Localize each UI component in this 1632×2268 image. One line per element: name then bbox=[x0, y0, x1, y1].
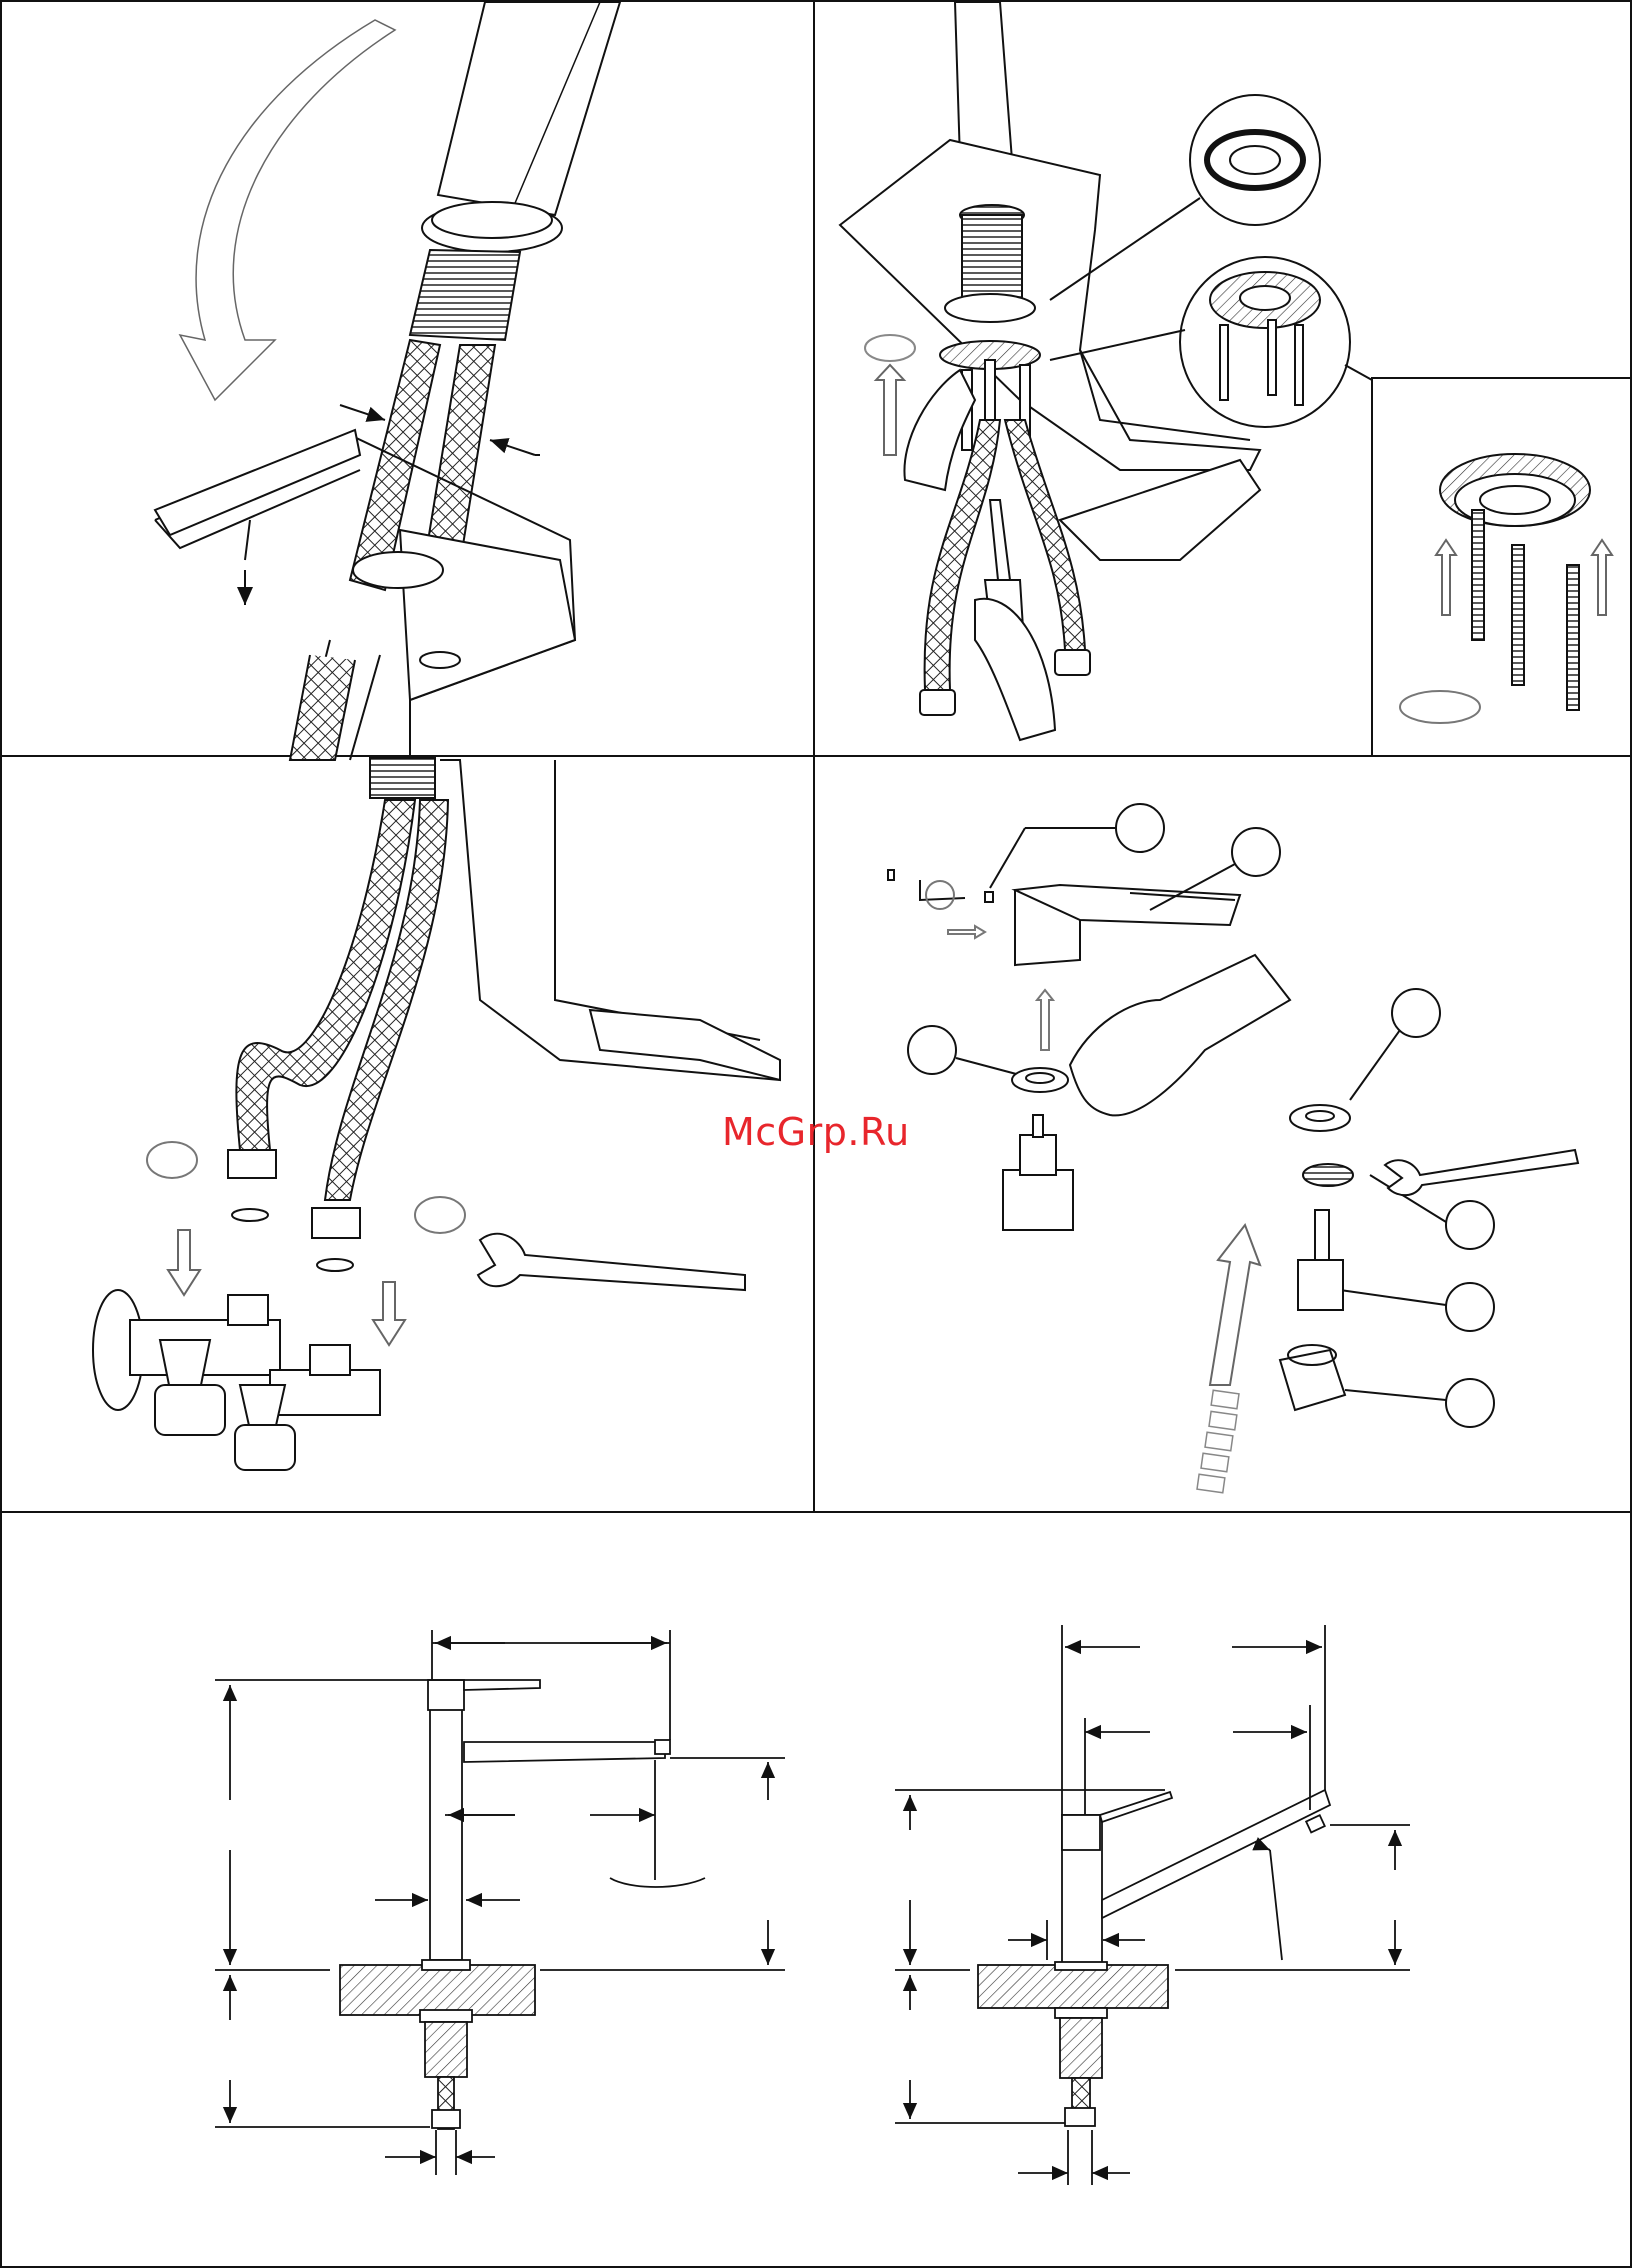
hand-icon bbox=[1070, 955, 1290, 1115]
rotate-arrow-icon bbox=[415, 1197, 465, 1233]
up-arrow-icon bbox=[876, 365, 904, 455]
panel-step-2 bbox=[840, 2, 1372, 740]
panel-step-4 bbox=[888, 804, 1578, 1493]
down-arrow-icon bbox=[168, 1230, 200, 1295]
callout-gasket bbox=[1190, 95, 1320, 225]
dimension-drawing-left bbox=[215, 1630, 785, 2175]
rotate-arrow-icon bbox=[147, 1142, 197, 1178]
rotate-arrow-icon bbox=[926, 881, 954, 909]
screw-small bbox=[888, 870, 894, 880]
up-arrow-icon bbox=[1210, 1225, 1260, 1385]
wrench-icon bbox=[478, 1234, 745, 1290]
panel-step-2-detail bbox=[1400, 454, 1612, 723]
callout-mounting-ring bbox=[1180, 257, 1350, 427]
rotate-arrow-icon bbox=[1400, 691, 1480, 723]
watermark-text: McGrp.Ru bbox=[722, 1110, 910, 1154]
rotate-down-arrow-icon bbox=[180, 20, 395, 400]
panel-step-1 bbox=[155, 2, 620, 760]
up-arrow-icon bbox=[1436, 540, 1456, 615]
up-arrow-icon bbox=[1592, 540, 1612, 615]
up-arrow-icon bbox=[1037, 990, 1053, 1050]
rotate-arrow-icon bbox=[865, 335, 915, 361]
down-arrow-icon bbox=[373, 1282, 405, 1345]
panel-step-3 bbox=[93, 758, 780, 1470]
hand-icon bbox=[975, 599, 1055, 740]
dimension-drawing-right bbox=[895, 1625, 1410, 2185]
panel-step-5 bbox=[215, 1625, 1410, 2185]
wrench-icon bbox=[1385, 1150, 1578, 1195]
